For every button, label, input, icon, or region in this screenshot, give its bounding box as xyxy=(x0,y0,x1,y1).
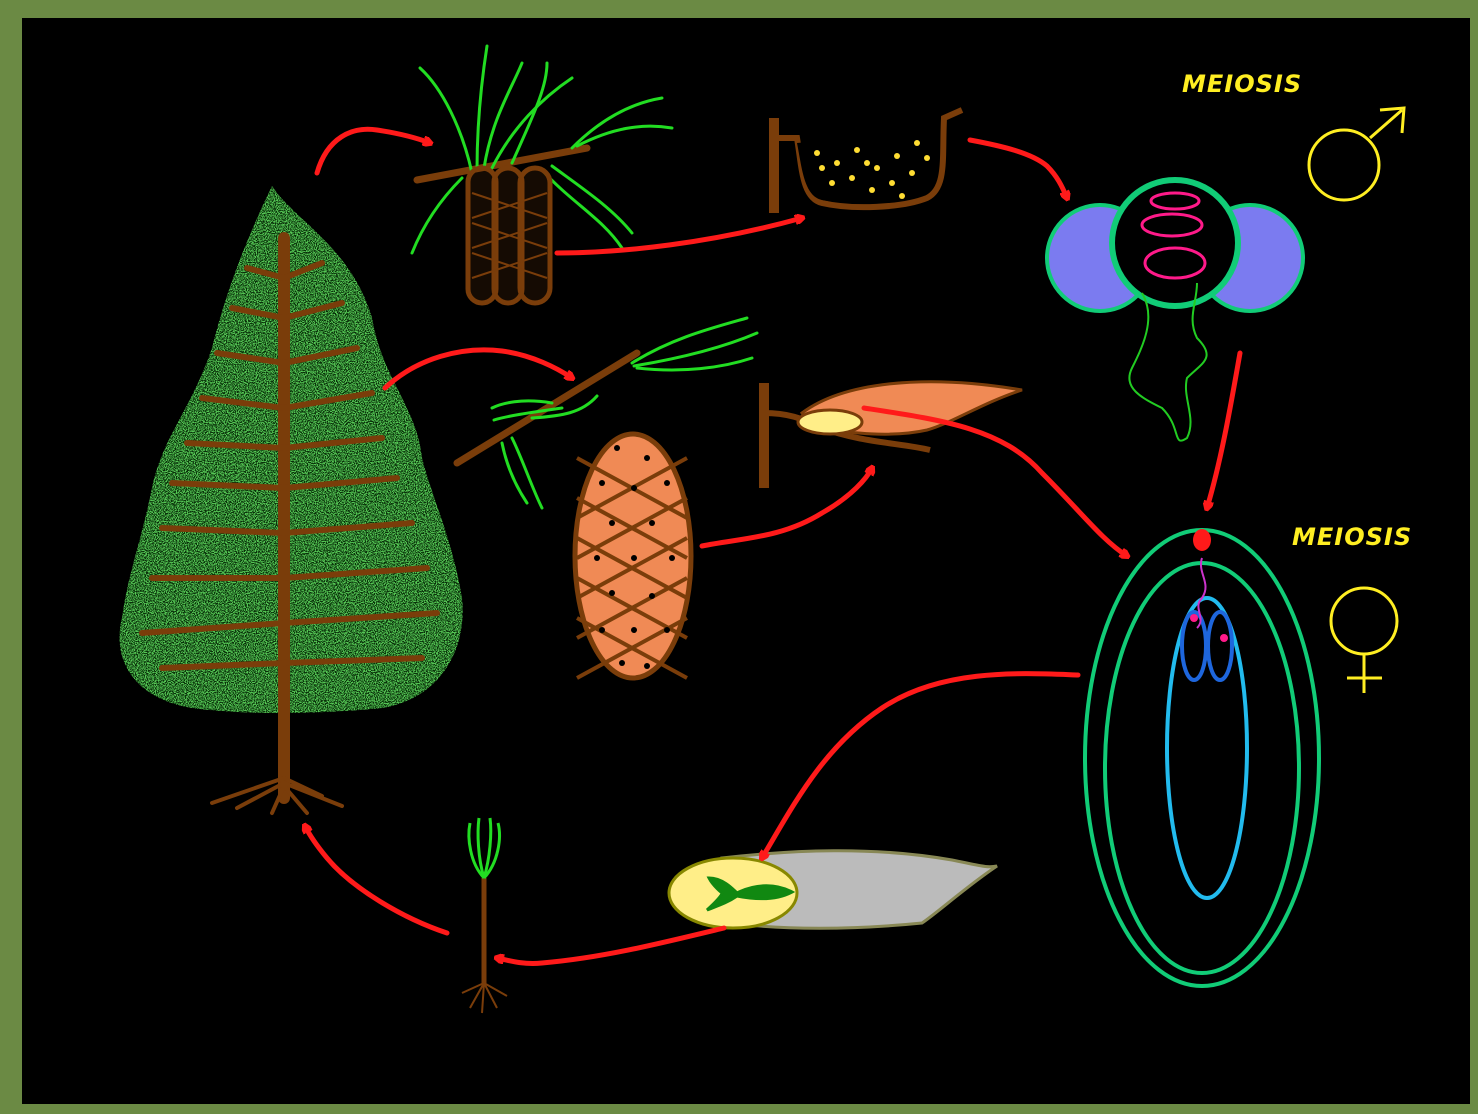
seedling xyxy=(462,818,507,1013)
venus-symbol-icon xyxy=(1331,588,1397,693)
arrow-female-cone-to-scale xyxy=(702,468,872,546)
ovule xyxy=(798,410,862,434)
arrow-male-cone-to-microsporangium xyxy=(557,218,802,253)
arrow-tree-to-male-cone xyxy=(317,129,430,173)
female-cone-branch xyxy=(457,318,757,678)
diagram-canvas: Meiosis Meiosis xyxy=(22,18,1470,1104)
archegonium-left xyxy=(1182,612,1206,680)
pine-tree xyxy=(120,186,463,813)
meiosis-female-label: Meiosis xyxy=(1292,523,1412,551)
arrow-pollen-to-ovule xyxy=(1207,353,1240,508)
female-cone xyxy=(575,434,691,678)
arrow-seedling-to-tree xyxy=(305,826,447,933)
meiosis-male-label: Meiosis xyxy=(1182,70,1302,98)
male-cone-cluster xyxy=(468,168,550,303)
arrow-tree-to-female-cone xyxy=(385,350,572,388)
mars-symbol-icon xyxy=(1309,108,1404,200)
tree-roots xyxy=(212,778,342,813)
male-cone-branch xyxy=(412,46,672,303)
micropyle-pollen xyxy=(1193,529,1211,551)
arrow-seed-to-seedling xyxy=(497,928,724,963)
ovule-large xyxy=(1085,529,1319,986)
seed xyxy=(669,851,997,929)
arrow-microsporangium-to-pollen xyxy=(970,140,1067,198)
pollen-grain xyxy=(1047,180,1303,441)
archegonium-right xyxy=(1208,612,1232,680)
arrow-ovule-to-seed xyxy=(762,674,1078,858)
microsporangium xyxy=(774,110,962,213)
pine-life-cycle-diagram xyxy=(22,18,1470,1104)
